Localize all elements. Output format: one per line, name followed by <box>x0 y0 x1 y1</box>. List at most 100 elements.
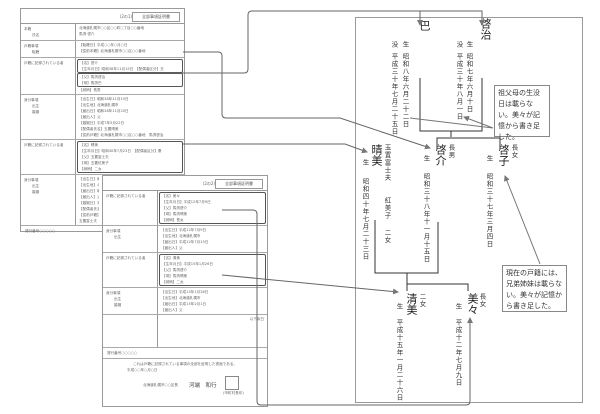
person-name-harumi: 晴美 <box>370 144 383 166</box>
birth-label: 生 <box>485 155 493 163</box>
record-line: 【名】啓介 <box>80 61 98 65</box>
relation: 長女 <box>510 144 518 159</box>
record-line: 【婚姻日】平成7年5月22日 <box>79 201 99 205</box>
death-label: 没 <box>455 41 463 49</box>
label-text: 出生 <box>114 297 122 301</box>
record-line: 【続柄】二女 <box>162 280 184 284</box>
record-line: 【続柄】長女 <box>162 218 184 222</box>
label-text: 戸籍に記録されている者 <box>24 61 64 65</box>
record-line: 【続柄】長男 <box>79 88 101 92</box>
highlight-box: 【名】清美【生年月日】平成15年1月26日【父】馬渕啓介【母】馬渕晴美【続柄】二… <box>159 254 266 286</box>
label-text: 身分事項 <box>24 178 39 182</box>
register-row: 身分事項出生【出生日】平成12年7月9日【出生地】北海道札幌市【届出日】平成12… <box>103 226 267 253</box>
birth-date: 平成十二年七月九日 <box>454 319 462 387</box>
row-label: 身分事項出生婚姻 <box>21 175 76 225</box>
row-label: 戸籍に記録されている者 <box>103 253 158 287</box>
death-label: 没 <box>390 41 398 49</box>
record-line: 【父】玉置富士夫 <box>80 155 109 159</box>
certification-block: これは戸籍に記録されている事項の全部を証明した書面である。 平成○○年○月○日 … <box>103 359 267 403</box>
annotation-siblings: 現在の戸籍には、兄弟姉妹は載らない。美々が記憶から書き足した。 <box>502 265 567 312</box>
record-line: 【生年月日】平成12年7月9日 <box>162 200 211 204</box>
record-line: 【母】馬渕巴 <box>80 81 102 85</box>
person-name-keisuke: 啓介 <box>434 144 447 166</box>
doc-title: 全部事項証明書 <box>215 179 263 189</box>
label-text: 本籍 <box>24 27 32 31</box>
record-line: 【届出日】平成12年7月15日 <box>161 240 209 244</box>
register-row: 戸籍に記録されている者 【名】清美【生年月日】平成15年1月26日【父】馬渕啓介【… <box>103 253 267 288</box>
relation: 長男 <box>447 144 455 159</box>
record-line: 【出生日】平成15年1月26日 <box>161 290 209 294</box>
register-row: 戸籍事項転籍【転籍日】平成○○年○月○日【従前本籍】北海道札幌市○○区○○番地 <box>21 41 184 58</box>
person-name-tomoe: 巴 <box>418 20 431 31</box>
record-line: 【転籍日】平成○○年○月○日 <box>79 43 128 47</box>
register-row: 戸籍に記録されている者【名】晴美【生年月日】昭和40年7月23日 【配偶者区分】… <box>21 140 184 175</box>
row-content: 【出生日】昭和38年11月15日【出生地】北海道札幌市【届出日】昭和38年11月… <box>76 95 184 139</box>
label-text: 転籍 <box>32 50 40 54</box>
record-line: 【続柄】二女 <box>80 167 102 171</box>
doc-header: (2の2) 全部事項証明書 <box>103 176 267 191</box>
doc-rows: 戸籍に記録されている者【名】美々【生年月日】平成12年7月9日【父】馬渕啓介【母… <box>103 191 267 348</box>
record-line: 【出生日】昭和38年11月15日 <box>79 97 129 101</box>
page-number: (2の1) <box>119 14 132 19</box>
arrow-keisuke <box>183 51 431 150</box>
row-label: 本籍氏名 <box>21 24 76 40</box>
row-label: 戸籍事項転籍 <box>21 41 76 57</box>
record-line: 【母】馬渕晴美 <box>162 274 188 278</box>
record-line: 【配偶者氏名】馬渕啓介 <box>79 207 99 211</box>
register-row: 戸籍に記録されている者【名】美々【生年月日】平成12年7月9日【父】馬渕啓介【母… <box>103 191 267 226</box>
arrow-mimi <box>222 209 473 406</box>
record-line: 【従前本籍】北海道札幌市○○区○○番地 <box>79 49 146 53</box>
label-text: 婚姻 <box>32 190 40 194</box>
arrow-kiyomi <box>221 274 399 295</box>
birth-date: 昭和三十八年十一月十五日 <box>422 173 430 263</box>
birth-label: 生 <box>401 41 409 49</box>
row-content: 【名】美々【生年月日】平成12年7月9日【父】馬渕啓介【母】馬渕晴美【続柄】長女 <box>158 191 267 225</box>
person-name-kiyomi: 清美 <box>405 293 418 315</box>
row-content: 【名】清美【生年月日】平成15年1月26日【父】馬渕啓介【母】馬渕晴美【続柄】二… <box>158 253 267 287</box>
label-text: 戸籍事項 <box>24 44 39 48</box>
record-line: 【従前戸籍】北海道札幌市○○区○○番地 馬渕啓治 <box>79 133 164 137</box>
label-text: 出生 <box>32 104 40 108</box>
row-label: 戸籍に記録されている者 <box>21 58 76 94</box>
birth-date: 昭和八年六月二十二日 <box>401 53 409 128</box>
issue-number: 発行番号○○○○○ <box>103 348 267 359</box>
label-text: 戸籍に記録されている者 <box>106 256 146 260</box>
relation: 二女 <box>418 293 426 308</box>
relation: 長女 <box>478 293 486 308</box>
row-content: 北海道札幌市○○区○○町○丁目○○番地馬渕 啓介 <box>76 24 184 40</box>
issue-number: 発行番号○○○○○ <box>25 229 56 233</box>
record-line: 【父】馬渕啓介 <box>162 268 188 272</box>
birth-label: 生 <box>465 41 473 49</box>
row-content: 【出生日】平成12年7月9日【出生地】北海道札幌市【届出日】平成12年7月15日… <box>158 226 267 252</box>
label-text: 氏名 <box>32 33 40 37</box>
record-line: 馬渕 啓介 <box>79 32 95 36</box>
record-line: 【生年月日】昭和38年11月15日 【配偶者区分】夫 <box>80 67 164 71</box>
record-line: 【名】晴美 <box>80 143 98 147</box>
record-line: 【従前戸籍】北海道札幌市○○区○○番地 <box>79 213 99 217</box>
person-name-keiko: 啓子 <box>497 144 510 166</box>
row-label: 身分事項出生婚姻 <box>21 95 76 139</box>
label-text: 身分事項 <box>24 98 39 102</box>
record-line: 【届出人】父 <box>161 246 183 250</box>
arrow-harumi <box>183 143 368 154</box>
row-content: 【転籍日】平成○○年○月○日【従前本籍】北海道札幌市○○区○○番地 <box>76 41 184 57</box>
row-label: 戸籍に記録されている者 <box>103 191 158 225</box>
seal-box <box>225 376 239 390</box>
label-text: 身分事項 <box>106 229 121 233</box>
doc-title: 全部事項証明書 <box>132 12 180 22</box>
record-line: 【出生地】北海道札幌市 <box>79 183 99 187</box>
father-name: 玉置富士夫 <box>383 144 391 182</box>
record-line: 玉置富士夫 <box>79 219 97 223</box>
label-text: 出生 <box>32 184 40 188</box>
register-row: 身分事項出生婚姻【出生日】平成15年1月26日【出生地】北海道札幌市【届出日】平… <box>103 288 267 315</box>
certification-date: 平成○○年○月○日 <box>127 368 158 372</box>
birth-date: 昭和七年六月十日 <box>465 53 473 113</box>
relation: 二女 <box>383 229 391 244</box>
label-text: 戸籍に記録されている者 <box>24 143 64 147</box>
birth-label: 生 <box>454 303 462 311</box>
register-row: 身分事項出生婚姻【出生日】昭和38年11月15日【出生地】北海道札幌市【届出日】… <box>21 95 184 140</box>
record-line: 【母】玉置紅美子 <box>80 161 109 165</box>
person-name-mimi: 美々 <box>466 293 479 315</box>
label-text: 婚姻 <box>114 303 122 307</box>
